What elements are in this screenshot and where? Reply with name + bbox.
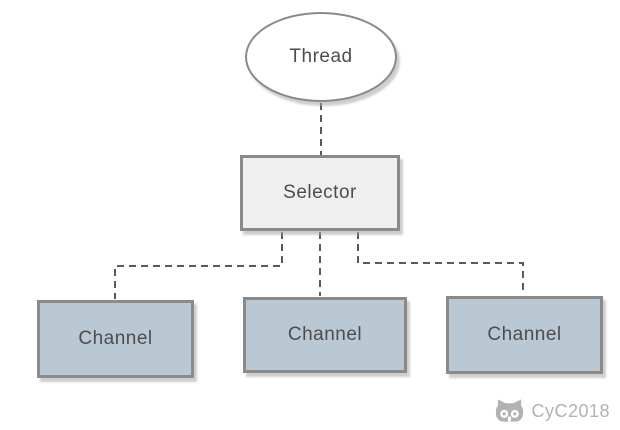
edge-selector-channel-left bbox=[114, 232, 283, 299]
node-selector: Selector bbox=[240, 155, 400, 231]
node-channel-left: Channel bbox=[37, 300, 194, 378]
node-channel-middle: Channel bbox=[243, 297, 407, 373]
node-selector-label: Selector bbox=[283, 182, 357, 203]
node-channel-middle-label: Channel bbox=[287, 324, 363, 345]
node-channel-right: Channel bbox=[446, 296, 603, 374]
watermark: CyC2018 bbox=[494, 398, 610, 424]
node-thread-label: Thread bbox=[289, 46, 353, 67]
edge-selector-channel-right bbox=[357, 232, 524, 295]
watermark-label: CyC2018 bbox=[531, 400, 610, 421]
node-channel-left-label: Channel bbox=[78, 328, 153, 349]
node-channel-right-label: Channel bbox=[487, 324, 562, 345]
node-thread: Thread bbox=[245, 12, 397, 102]
octocat-icon bbox=[496, 399, 524, 422]
